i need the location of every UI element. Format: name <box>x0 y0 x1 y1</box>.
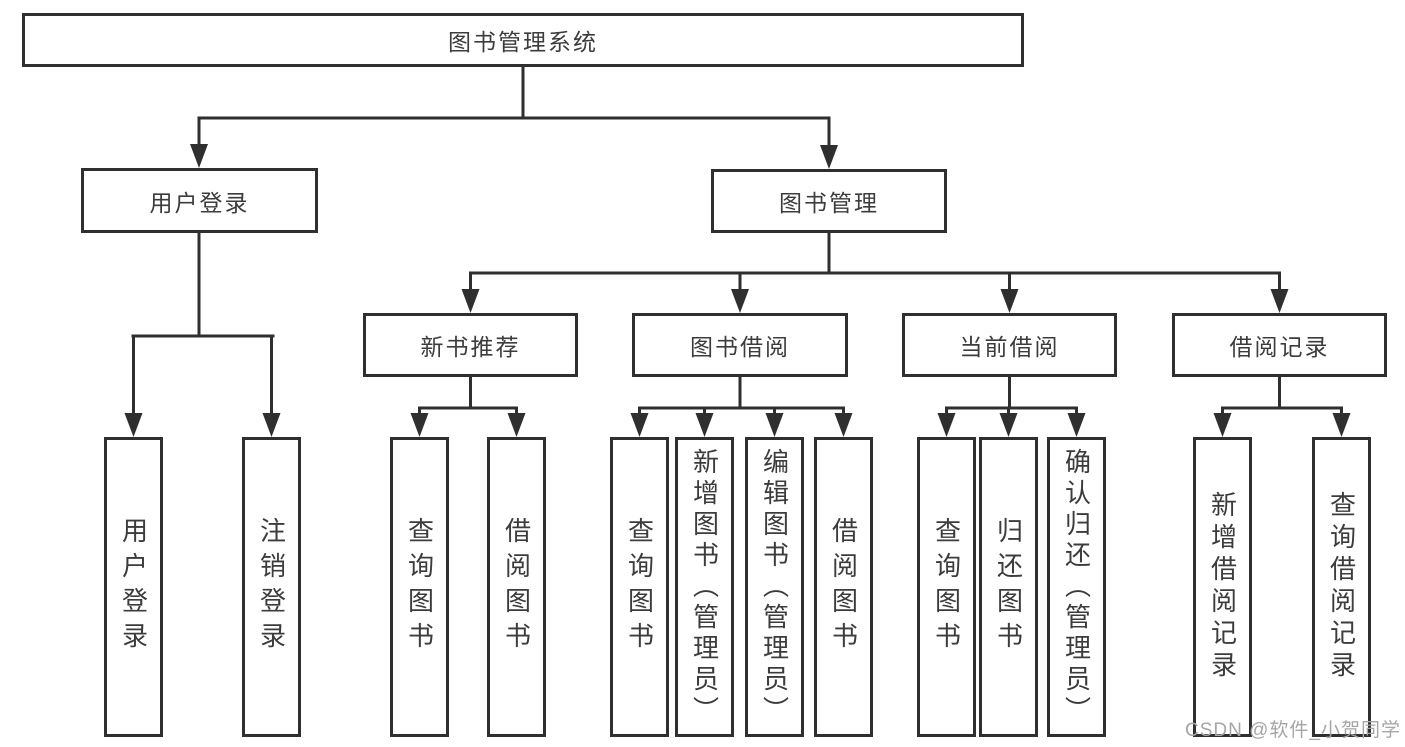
node-leaf-edit-books-admin: 编辑图书（管理员） <box>745 437 804 737</box>
node-leaf-search-books-borrow: 查询图书 <box>610 437 669 737</box>
node-label: 借阅图书 <box>501 517 532 657</box>
node-leaf-borrow-books-recommend: 借阅图书 <box>487 437 546 737</box>
node-leaf-search-borrow-record: 查询借阅记录 <box>1312 437 1371 737</box>
watermark: CSDN @软件_小贺同学 <box>1185 720 1401 741</box>
node-label: 编辑图书（管理员） <box>759 447 790 727</box>
node-leaf-borrow-books: 借阅图书 <box>814 437 873 737</box>
node-leaf-add-borrow-record: 新增借阅记录 <box>1193 437 1252 737</box>
node-label: 新增图书（管理员） <box>689 447 720 727</box>
node-label: 确认归还（管理员） <box>1061 447 1092 727</box>
node-label: 借阅图书 <box>828 517 859 657</box>
node-leaf-return-books: 归还图书 <box>979 437 1038 737</box>
node-leaf-search-books-current: 查询图书 <box>917 437 976 737</box>
node-book-management: 图书管理 <box>711 169 947 233</box>
node-leaf-confirm-return-admin: 确认归还（管理员） <box>1047 437 1106 737</box>
node-current-borrowing: 当前借阅 <box>902 313 1117 377</box>
node-user-login: 用户登录 <box>81 168 318 233</box>
node-leaf-search-books-recommend: 查询图书 <box>390 437 449 737</box>
node-borrowing-records: 借阅记录 <box>1172 313 1387 377</box>
node-root: 图书管理系统 <box>22 13 1024 67</box>
node-label: 查询图书 <box>624 517 655 657</box>
node-label: 新增借阅记录 <box>1207 491 1238 683</box>
node-label: 用户登录 <box>118 517 149 657</box>
node-leaf-logout: 注销登录 <box>242 437 301 737</box>
node-label: 查询图书 <box>931 517 962 657</box>
node-label: 查询图书 <box>404 517 435 657</box>
node-label: 查询借阅记录 <box>1326 491 1357 683</box>
node-book-borrowing: 图书借阅 <box>632 313 848 377</box>
node-leaf-user-login: 用户登录 <box>104 437 163 737</box>
node-leaf-add-books-admin: 新增图书（管理员） <box>675 437 734 737</box>
node-label: 归还图书 <box>993 517 1024 657</box>
node-label: 注销登录 <box>256 517 287 657</box>
node-new-book-recommendation: 新书推荐 <box>363 313 578 377</box>
